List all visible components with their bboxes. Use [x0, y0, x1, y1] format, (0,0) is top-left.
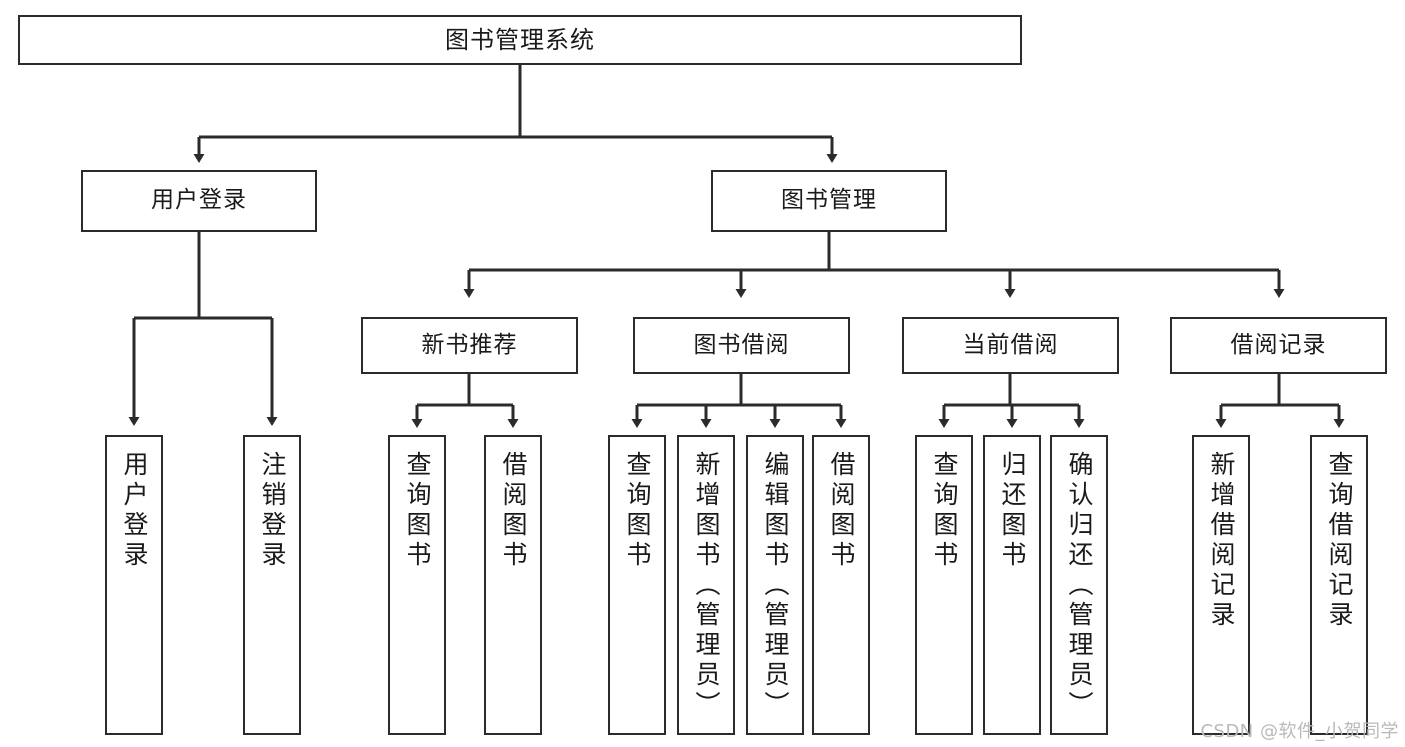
leaf-return-book-label: 归还图书	[998, 451, 1027, 571]
leaf-logout[interactable]: 注销登录	[243, 435, 301, 735]
leaf-query-book-1-label: 查询图书	[403, 451, 432, 571]
leaf-add-book[interactable]: 新增图书（管理员）	[677, 435, 735, 735]
leaf-confirm-return[interactable]: 确认归还（管理员）	[1050, 435, 1108, 735]
leaf-user-login[interactable]: 用户登录	[105, 435, 163, 735]
node-root[interactable]: 图书管理系统	[18, 15, 1022, 65]
node-book-manage[interactable]: 图书管理	[711, 170, 947, 232]
node-book-manage-label: 图书管理	[781, 187, 877, 214]
leaf-add-record[interactable]: 新增借阅记录	[1192, 435, 1250, 735]
node-new-book-recommend[interactable]: 新书推荐	[361, 317, 578, 374]
leaf-add-record-label: 新增借阅记录	[1207, 451, 1236, 631]
node-root-label: 图书管理系统	[445, 25, 595, 54]
leaf-query-record-label: 查询借阅记录	[1325, 451, 1354, 631]
leaf-borrow-book-1[interactable]: 借阅图书	[484, 435, 542, 735]
leaf-query-book-1[interactable]: 查询图书	[388, 435, 446, 735]
node-user-login[interactable]: 用户登录	[81, 170, 317, 232]
node-book-borrow-label: 图书借阅	[693, 331, 790, 358]
leaf-query-book-3[interactable]: 查询图书	[915, 435, 973, 735]
node-current-borrow-label: 当前借阅	[962, 331, 1059, 358]
leaf-logout-label: 注销登录	[258, 451, 287, 571]
leaf-confirm-return-label: 确认归还（管理员）	[1065, 451, 1094, 721]
leaf-edit-book-label: 编辑图书（管理员）	[761, 451, 790, 721]
leaf-add-book-label: 新增图书（管理员）	[692, 451, 721, 721]
node-borrow-record[interactable]: 借阅记录	[1170, 317, 1387, 374]
node-current-borrow[interactable]: 当前借阅	[902, 317, 1119, 374]
leaf-query-book-3-label: 查询图书	[930, 451, 959, 571]
leaf-query-book-2[interactable]: 查询图书	[608, 435, 666, 735]
node-book-borrow[interactable]: 图书借阅	[633, 317, 850, 374]
leaf-borrow-book-1-label: 借阅图书	[499, 451, 528, 571]
leaf-query-record[interactable]: 查询借阅记录	[1310, 435, 1368, 735]
leaf-borrow-book-2[interactable]: 借阅图书	[812, 435, 870, 735]
node-user-login-label: 用户登录	[151, 187, 247, 214]
leaf-return-book[interactable]: 归还图书	[983, 435, 1041, 735]
watermark: CSDN @软件_小贺同学	[1200, 721, 1399, 742]
node-borrow-record-label: 借阅记录	[1230, 331, 1327, 358]
leaf-borrow-book-2-label: 借阅图书	[827, 451, 856, 571]
node-new-book-recommend-label: 新书推荐	[421, 331, 518, 358]
leaf-query-book-2-label: 查询图书	[623, 451, 652, 571]
leaf-edit-book[interactable]: 编辑图书（管理员）	[746, 435, 804, 735]
leaf-user-login-label: 用户登录	[120, 451, 149, 571]
